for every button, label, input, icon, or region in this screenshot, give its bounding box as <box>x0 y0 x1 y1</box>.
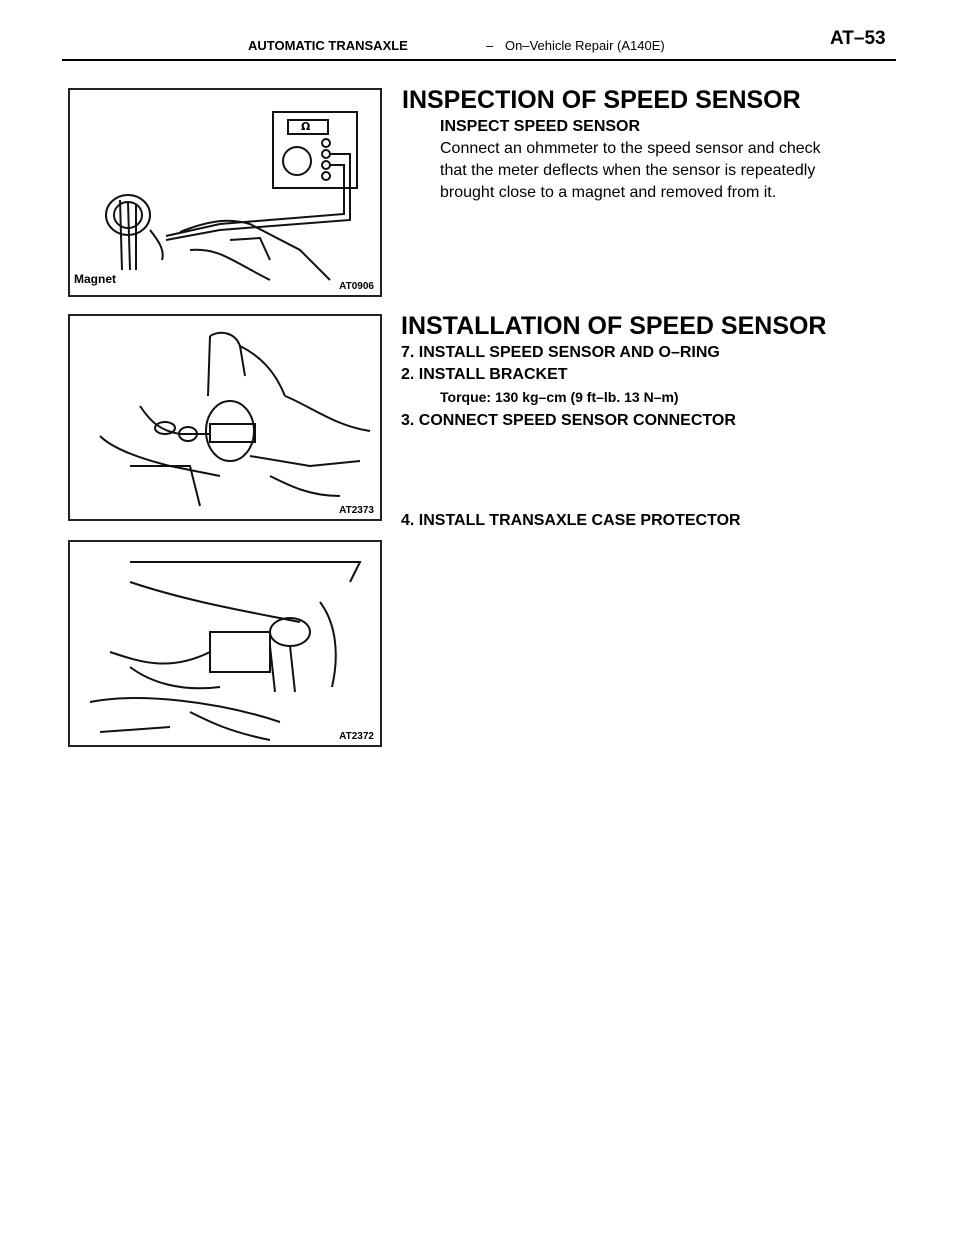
figure-code: AT2372 <box>339 731 374 742</box>
header-separator: – <box>486 38 494 53</box>
inspection-title: INSPECTION OF SPEED SENSOR <box>402 86 801 114</box>
figure-code: AT0906 <box>339 281 374 292</box>
ohm-symbol: Ω <box>301 120 311 133</box>
header-rule <box>62 59 896 61</box>
page-number: AT–53 <box>830 28 886 49</box>
magnet-label: Magnet <box>74 272 116 286</box>
ohmmeter-illustration: Ω <box>105 111 358 281</box>
figure-speed-sensor-inspection: Ω Magnet AT0906 <box>68 88 382 297</box>
sensor-installation-illustration <box>99 331 371 507</box>
torque-spec: Torque: 130 kg–cm (9 ft–lb. 13 N–m) <box>440 389 679 405</box>
instruction-line: brought close to a magnet and removed fr… <box>440 184 777 201</box>
figure-case-protector-installation: AT2372 <box>68 540 382 747</box>
figure-code: AT2373 <box>339 505 374 516</box>
header-section-title: AUTOMATIC TRANSAXLE <box>248 38 408 53</box>
inspection-step-heading: INSPECT SPEED SENSOR <box>440 118 641 135</box>
figure-speed-sensor-installation: AT2373 <box>68 314 382 521</box>
installation-step-3: 3. CONNECT SPEED SENSOR CONNECTOR <box>401 412 736 429</box>
instruction-line: Connect an ohmmeter to the speed sensor … <box>440 140 821 157</box>
inspection-instructions: Connect an ohmmeter to the speed sensor … <box>440 138 880 204</box>
installation-step-1: 7. INSTALL SPEED SENSOR AND O–RING <box>401 344 720 361</box>
installation-title: INSTALLATION OF SPEED SENSOR <box>401 312 827 340</box>
installation-step-2: 2. INSTALL BRACKET <box>401 366 568 383</box>
installation-step-4: 4. INSTALL TRANSAXLE CASE PROTECTOR <box>401 512 741 529</box>
instruction-line: that the meter deflects when the sensor … <box>440 162 816 179</box>
header-subsection: On–Vehicle Repair (A140E) <box>505 38 665 53</box>
case-protector-illustration <box>89 561 362 741</box>
